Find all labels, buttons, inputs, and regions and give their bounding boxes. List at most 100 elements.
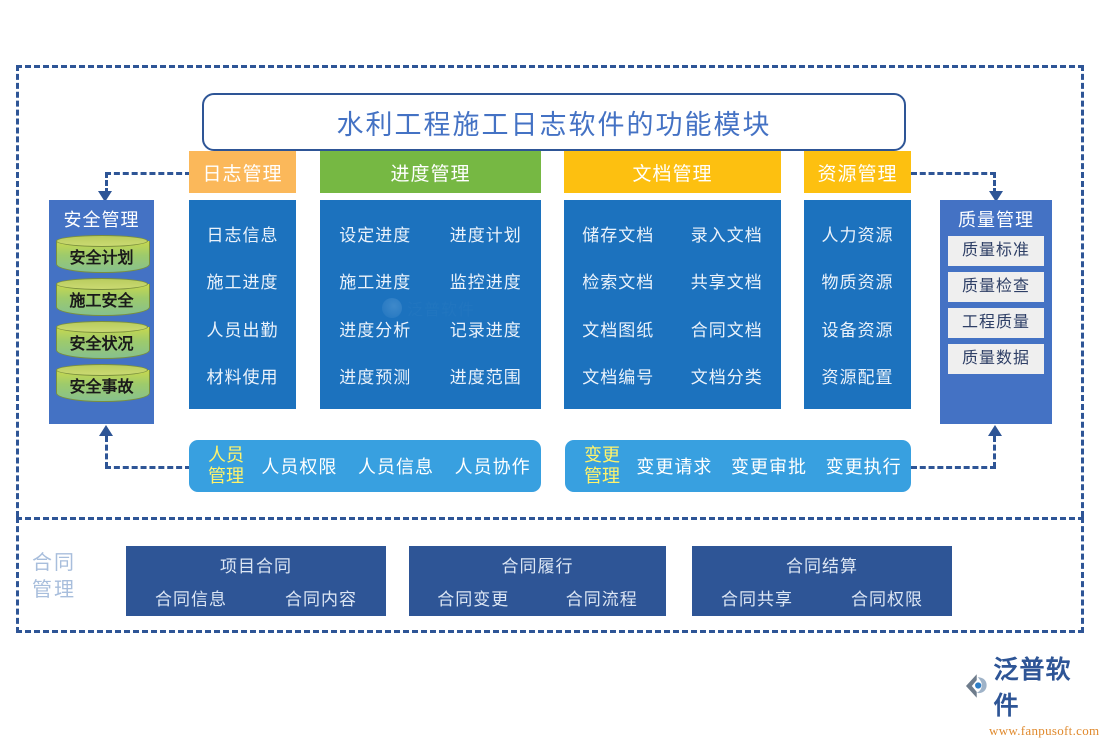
panel-item[interactable]: 人员出勤 [206, 320, 279, 340]
panel-row: 施工进度 监控进度 [320, 257, 541, 304]
tab-label: 日志管理 [202, 163, 283, 185]
arrow-up-into-safety [99, 425, 113, 436]
change-item[interactable]: 变更请求 [636, 457, 713, 477]
panel-row: 储存文档 录入文档 [564, 210, 781, 257]
panel-document-management[interactable]: 储存文档 录入文档 检索文档 共享文档 文档图纸 合同文档 文档编号 文档分类 [564, 200, 781, 409]
cylinder-top [55, 278, 148, 290]
personnel-item[interactable]: 人员信息 [357, 457, 434, 477]
panel-resource-management[interactable]: 人力资源 物质资源 设备资源 资源配置 [804, 200, 911, 409]
safety-item-label: 安全状况 [69, 336, 134, 353]
connector-personnel-to-safety-vertical [105, 436, 108, 468]
panel-item[interactable]: 文档分类 [690, 367, 763, 387]
safety-cylinder-item[interactable]: 施工安全 [55, 278, 150, 318]
fanpu-mark-icon [965, 674, 987, 698]
diagram-title-box: 水利工程施工日志软件的功能模块 [202, 93, 906, 151]
quality-item[interactable]: 质量数据 [948, 344, 1044, 374]
safety-management-panel[interactable]: 安全管理 安全计划 施工安全 安全状况 安全事故 [49, 200, 154, 424]
panel-item[interactable]: 进度范围 [449, 367, 522, 387]
contract-item[interactable]: 合同内容 [285, 590, 357, 609]
panel-item[interactable]: 设定进度 [339, 226, 412, 246]
contract-item[interactable]: 合同信息 [155, 590, 227, 609]
tab-resource-management[interactable]: 资源管理 [804, 151, 911, 193]
panel-item[interactable]: 施工进度 [206, 273, 279, 293]
contract-box-performance[interactable]: 合同履行 合同变更 合同流程 [409, 546, 666, 616]
tab-label: 进度管理 [390, 163, 471, 185]
panel-item[interactable]: 文档编号 [582, 367, 655, 387]
panel-item[interactable]: 记录进度 [449, 320, 522, 340]
logo-row: 泛普软件 [965, 650, 1095, 722]
panel-item[interactable]: 储存文档 [582, 226, 655, 246]
tab-progress-management[interactable]: 进度管理 [320, 151, 541, 193]
change-management-row[interactable]: 变更 管理 变更请求 变更审批 变更执行 [565, 440, 911, 492]
connector-log-to-safety-vertical [105, 172, 108, 194]
contract-item[interactable]: 合同变更 [437, 590, 510, 609]
contract-management-label: 合同 管理 [32, 550, 94, 604]
quality-management-panel[interactable]: 质量管理 质量标准 质量检查 工程质量 质量数据 [940, 200, 1052, 424]
panel-item[interactable]: 材料使用 [206, 367, 279, 387]
panel-item[interactable]: 施工进度 [339, 273, 412, 293]
panel-item[interactable]: 进度计划 [449, 226, 522, 246]
panel-item[interactable]: 人力资源 [821, 226, 894, 246]
contract-box-items: 合同信息 合同内容 [126, 585, 386, 610]
contract-box-project[interactable]: 项目合同 合同信息 合同内容 [126, 546, 386, 616]
panel-progress-management[interactable]: 设定进度 进度计划 施工进度 监控进度 进度分析 记录进度 进度预测 进度范围 [320, 200, 541, 409]
connector-resource-to-quality-vertical [993, 172, 996, 194]
diagram-canvas: 水利工程施工日志软件的功能模块 日志管理 进度管理 文档管理 资源管理 安全管理… [16, 65, 1099, 738]
safety-cylinder-item[interactable]: 安全状况 [55, 321, 150, 361]
label-line-2: 管理 [32, 579, 76, 601]
contract-box-items: 合同共享 合同权限 [692, 585, 952, 610]
contract-box-settlement[interactable]: 合同结算 合同共享 合同权限 [692, 546, 952, 616]
connector-change-to-quality-horizontal [911, 466, 996, 469]
change-item[interactable]: 变更审批 [730, 457, 807, 477]
quality-item[interactable]: 工程质量 [948, 308, 1044, 338]
panel-item[interactable]: 监控进度 [449, 273, 522, 293]
connector-log-to-safety-horizontal [105, 172, 191, 175]
contract-item[interactable]: 合同共享 [721, 590, 793, 609]
panel-item[interactable]: 日志信息 [206, 226, 279, 246]
tab-document-management[interactable]: 文档管理 [564, 151, 781, 193]
label-line-2: 管理 [208, 466, 244, 486]
panel-item[interactable]: 合同文档 [690, 320, 763, 340]
quality-item[interactable]: 质量标准 [948, 236, 1044, 266]
personnel-management-row[interactable]: 人员 管理 人员权限 人员信息 人员协作 [189, 440, 541, 492]
personnel-item[interactable]: 人员协作 [454, 457, 531, 477]
safety-cylinder-item[interactable]: 安全计划 [55, 235, 150, 275]
contract-item[interactable]: 合同流程 [565, 590, 638, 609]
panel-item[interactable]: 文档图纸 [582, 320, 655, 340]
panel-log-management[interactable]: 日志信息 施工进度 人员出勤 材料使用 [189, 200, 296, 409]
panel-row: 文档图纸 合同文档 [564, 305, 781, 352]
cylinder-top [55, 321, 148, 333]
safety-management-title: 安全管理 [63, 210, 140, 230]
cylinder-top [55, 364, 148, 376]
connector-personnel-to-safety-horizontal [105, 466, 191, 469]
panel-item[interactable]: 共享文档 [690, 273, 763, 293]
contract-box-title: 项目合同 [220, 557, 292, 576]
contract-box-title: 合同履行 [501, 557, 574, 576]
panel-item[interactable]: 进度分析 [339, 320, 412, 340]
panel-row: 日志信息 [189, 210, 296, 257]
contract-box-title: 合同结算 [786, 557, 858, 576]
panel-row: 设定进度 进度计划 [320, 210, 541, 257]
tab-log-management[interactable]: 日志管理 [189, 151, 296, 193]
panel-item[interactable]: 物质资源 [821, 273, 894, 293]
safety-item-label: 安全计划 [69, 250, 134, 267]
safety-cylinder-item[interactable]: 安全事故 [55, 364, 150, 404]
arrow-into-safety [98, 191, 112, 202]
logo-text: 泛普软件 [993, 657, 1072, 720]
change-items: 变更请求 变更审批 变更执行 [627, 453, 911, 479]
change-item[interactable]: 变更执行 [825, 457, 902, 477]
connector-change-to-quality-vertical [993, 436, 996, 468]
panel-item[interactable]: 录入文档 [690, 226, 763, 246]
contract-item[interactable]: 合同权限 [851, 590, 923, 609]
panel-item[interactable]: 设备资源 [821, 320, 894, 340]
quality-item[interactable]: 质量检查 [948, 272, 1044, 302]
arrow-into-quality [989, 191, 1003, 202]
panel-row: 施工进度 [189, 257, 296, 304]
personnel-item[interactable]: 人员权限 [261, 457, 338, 477]
panel-item[interactable]: 进度预测 [339, 367, 412, 387]
panel-item[interactable]: 资源配置 [821, 367, 894, 387]
panel-row: 进度预测 进度范围 [320, 352, 541, 399]
panel-item[interactable]: 检索文档 [582, 273, 655, 293]
label-line-2: 管理 [584, 466, 620, 486]
arrow-up-into-quality [988, 425, 1002, 436]
